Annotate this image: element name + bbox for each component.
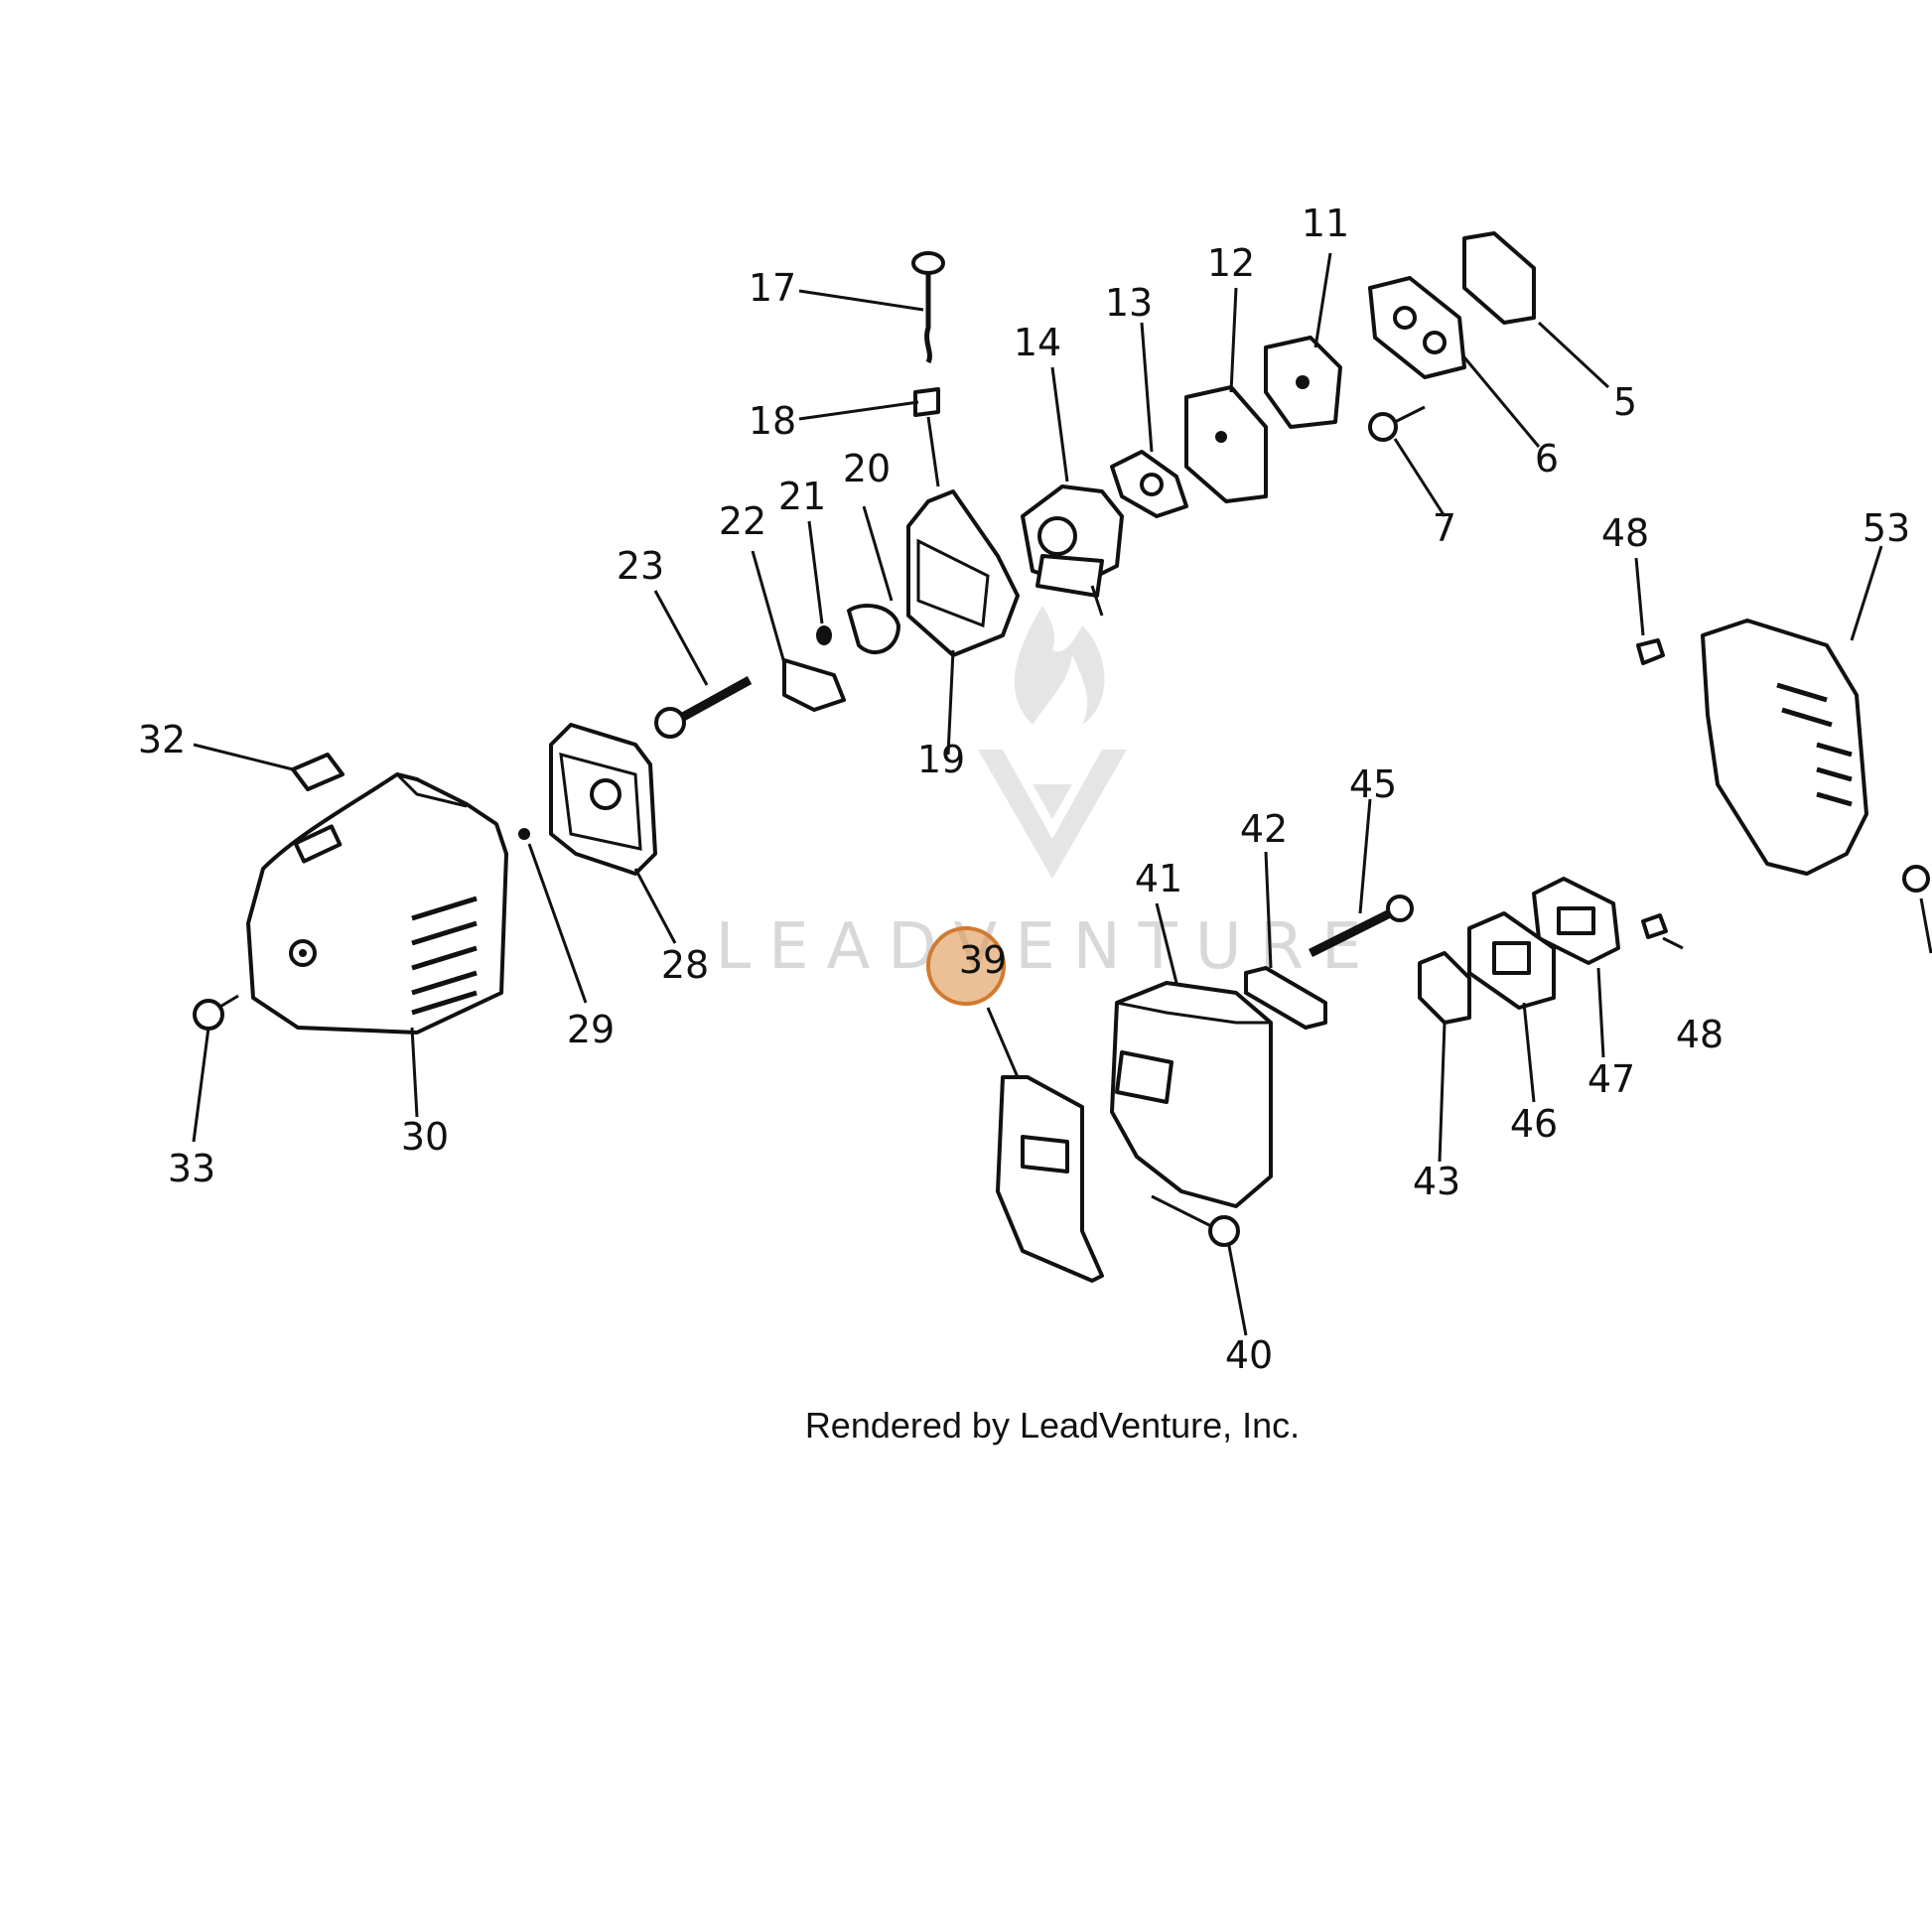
part-41-plate (1244, 966, 1327, 1030)
callout-label-20[interactable]: 20 (843, 447, 891, 490)
part-45-plate (1418, 951, 1471, 1025)
watermark: LEADVENTURE (716, 606, 1380, 984)
part-19-air-box (906, 489, 1020, 657)
callout-label-48b[interactable]: 48 (1676, 1013, 1724, 1056)
callout-label-48a[interactable]: 48 (1601, 511, 1649, 555)
leader-lines (192, 252, 1932, 1336)
part-42-bolt (1308, 895, 1414, 958)
callout-label-23[interactable]: 23 (617, 544, 664, 588)
callout-label-14[interactable]: 14 (1014, 321, 1061, 364)
part-7-screw (1368, 405, 1426, 442)
callout-label-32[interactable]: 32 (138, 718, 186, 761)
callout-label-33[interactable]: 33 (168, 1147, 215, 1190)
callout-label-28[interactable]: 28 (661, 943, 709, 987)
part-32-decal (291, 753, 345, 791)
callout-label-7[interactable]: 7 (1433, 506, 1456, 550)
callout-label-6[interactable]: 6 (1535, 437, 1559, 481)
callout-label-11[interactable]: 11 (1302, 202, 1349, 245)
leadventure-logo-icon (978, 606, 1127, 879)
callout-label-40[interactable]: 41 (1135, 857, 1182, 900)
part-6-spacer (1368, 276, 1466, 379)
callout-label-45[interactable]: 43 (1413, 1160, 1460, 1203)
part-12-insulator (1184, 385, 1268, 503)
part-17-choke-rod (911, 251, 945, 364)
callout-label-22[interactable]: 22 (719, 499, 766, 543)
part-right-screw (1902, 865, 1930, 893)
callout-label-17[interactable]: 17 (749, 266, 796, 310)
part-39-heat-shield (996, 1075, 1104, 1283)
callout-label-19[interactable]: 19 (917, 738, 965, 781)
callout-label-39[interactable]: 39 (959, 938, 1007, 982)
callout-label-13[interactable]: 13 (1105, 281, 1153, 325)
part-20-diaphragm (847, 604, 900, 655)
callout-label-29[interactable]: 29 (567, 1008, 615, 1051)
footer-credit: Rendered by LeadVenture, Inc. (805, 1405, 1300, 1446)
callout-label-18[interactable]: 18 (749, 399, 796, 443)
watermark-text: LEADVENTURE (716, 910, 1380, 984)
part-22-bracket (782, 658, 846, 712)
part-18-grommet (913, 387, 940, 417)
callout-label-42[interactable]: 45 (1349, 762, 1397, 806)
callout-label-5[interactable]: 5 (1613, 380, 1637, 424)
part-40-muffler (1110, 981, 1273, 1208)
callout-label-41[interactable]: 42 (1240, 807, 1288, 851)
part-43-screw (1151, 1194, 1240, 1247)
callout-label-47[interactable]: 47 (1587, 1057, 1635, 1101)
callout-label-30[interactable]: 30 (401, 1115, 449, 1159)
part-48-screw-a (1636, 638, 1665, 665)
highlight-marker (926, 926, 1006, 1006)
part-33-screw (193, 994, 239, 1031)
callout-label-12[interactable]: 12 (1207, 241, 1255, 285)
parts (193, 231, 1930, 1283)
callout-labels: 17 18 14 13 12 11 5 6 7 20 21 22 23 19 4… (138, 202, 1910, 1377)
callout-label-43[interactable]: 40 (1225, 1333, 1273, 1377)
callout-label-46[interactable]: 46 (1510, 1102, 1558, 1146)
part-5-gasket (1462, 231, 1536, 325)
part-48-screw-b (1641, 913, 1668, 939)
part-53-muffler-cover (1701, 619, 1868, 876)
callout-label-21[interactable]: 21 (778, 475, 826, 518)
part-14-carburetor (1021, 484, 1124, 617)
part-23-long-screw (654, 676, 753, 739)
callout-label-53[interactable]: 53 (1863, 506, 1910, 550)
